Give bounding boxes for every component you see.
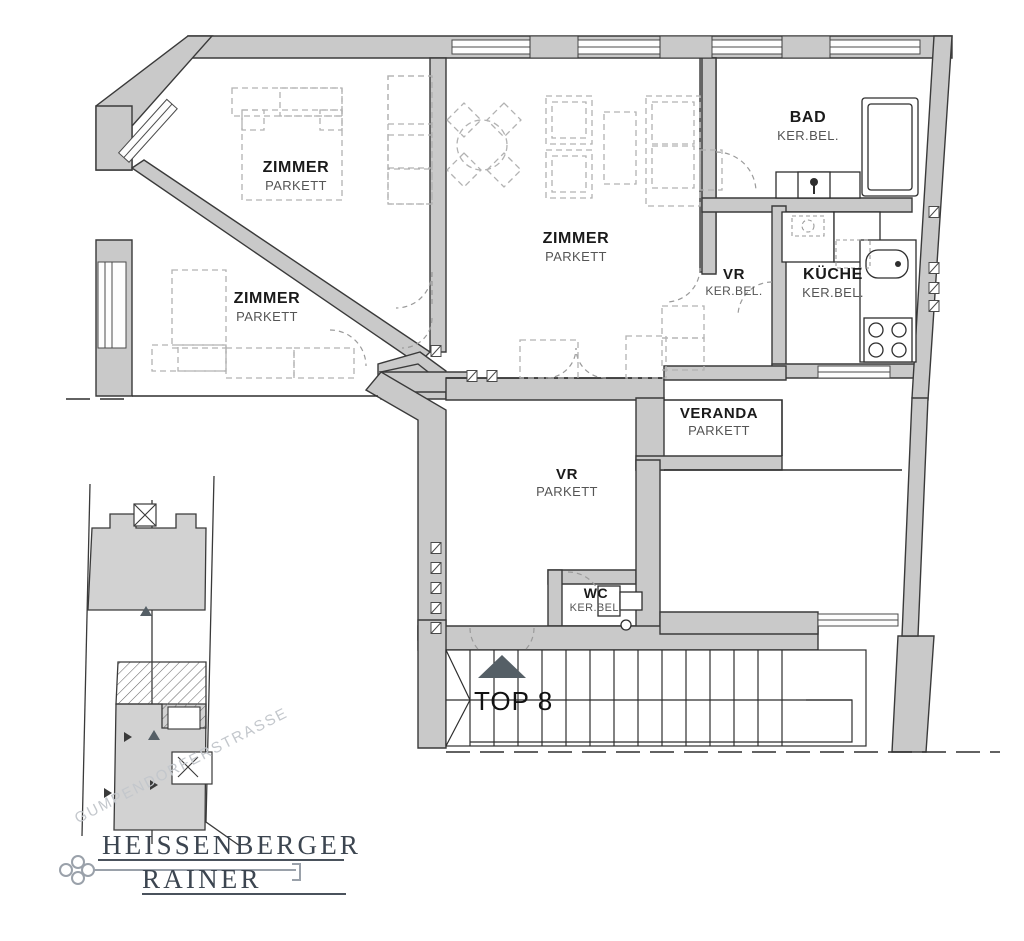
wall-structure (95, 35, 953, 753)
logo-line-1: HEISSENBERGER (102, 830, 362, 860)
logo-line-2: RAINER (142, 864, 262, 894)
logo-divider-top (98, 859, 344, 861)
windows (97, 35, 921, 627)
entrance-arrow (478, 655, 526, 678)
reference-lines (66, 398, 1000, 753)
company-logo: HEISSENBERGER RAINER (46, 826, 358, 918)
logo-divider-bottom (142, 893, 346, 895)
furniture (151, 75, 723, 379)
key-icon (59, 855, 301, 885)
fixture-outlines (791, 215, 871, 269)
site-plan-inset (81, 475, 241, 847)
fixtures (597, 97, 919, 631)
staircase (445, 649, 867, 747)
unit-label: TOP 8 (474, 686, 554, 716)
